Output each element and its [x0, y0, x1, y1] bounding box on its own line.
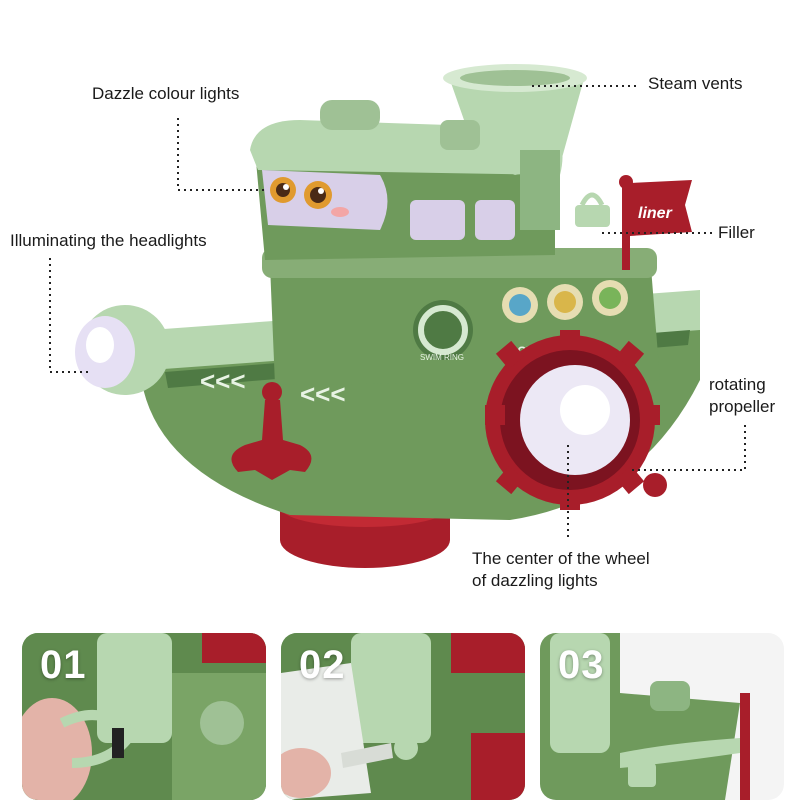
boat-illustration: <<< <<< liner SWIM RING LOVE WATER — [49, 64, 746, 568]
step-3-photo — [540, 633, 784, 800]
callout-propeller-line1: rotating — [709, 375, 766, 394]
callout-filler: Filler — [718, 223, 755, 242]
step-number-1: 01 — [40, 643, 87, 687]
step-1-photo — [22, 633, 266, 800]
callout-headlights: Illuminating the headlights — [10, 231, 207, 250]
swim-ring-text: SWIM RING — [420, 353, 464, 362]
callout-center-line2: of dazzling lights — [472, 571, 598, 590]
step-2-photo — [281, 633, 525, 800]
paddle-wheel — [485, 330, 667, 510]
svg-text:<<<: <<< — [200, 366, 246, 396]
callout-dazzle-lights: Dazzle colour lights — [92, 84, 240, 103]
step-number-3: 03 — [558, 643, 605, 687]
callout-steam-vents: Steam vents — [648, 74, 743, 93]
step-number-2: 02 — [299, 643, 346, 687]
anchor — [231, 400, 312, 480]
flag — [630, 180, 692, 236]
step-thumbnail-1: 01 — [22, 633, 266, 800]
leader-lines — [49, 85, 746, 540]
callout-propeller-line2: propeller — [709, 397, 776, 416]
callout-center-line1: The center of the wheel — [472, 549, 650, 568]
flag-text: liner — [638, 205, 673, 222]
step-thumbnail-2: 02 — [281, 633, 525, 800]
step-thumbnail-3: 03 — [540, 633, 784, 800]
